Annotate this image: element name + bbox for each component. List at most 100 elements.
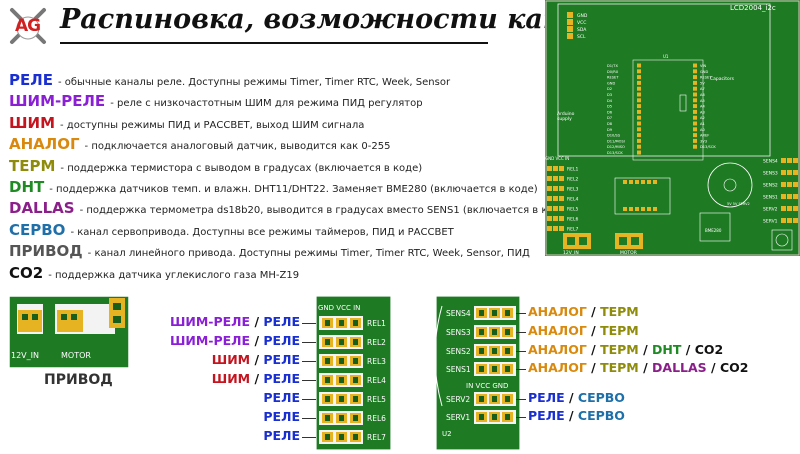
relay-pin-hole [353, 320, 358, 326]
sensor-label-part: / [681, 342, 695, 357]
legend-desc: - поддержка термометра ds18b20, выводитс… [79, 205, 571, 217]
sensor-pin-hole [492, 310, 497, 316]
arduino-left-pin-label: D1/TX [607, 64, 618, 68]
sensor-label-part: ТЕРМ [600, 304, 639, 319]
sensor-label-part: / [638, 360, 653, 375]
svg-text:U2: U2 [442, 430, 452, 438]
arduino-right-pin-label: A0 [700, 128, 705, 132]
sensor-pin-label: SENS3 [446, 328, 471, 337]
relay-connector-line [302, 399, 316, 400]
sensor-label-part: / [586, 360, 601, 375]
legend-row: ШИМ- доступны режимы ПИД и РАССВЕТ, выхо… [9, 114, 544, 135]
sensor-pin-label: SERV2 [446, 395, 470, 404]
main-sensor-pad [793, 206, 798, 211]
arduino-right-pin-label: A5 [700, 99, 705, 103]
arduino-left-pin-pad [637, 121, 641, 126]
sensor-pin-hole [505, 414, 510, 420]
main-sensor-label: SENS4 [763, 159, 778, 165]
relay-pin-hole [339, 434, 344, 440]
main-relay-pad [559, 166, 564, 171]
drive-caption: ПРИВОД [44, 372, 113, 388]
sensor-connector-line [516, 313, 526, 314]
arduino-left-pin-label: D9 [607, 128, 613, 132]
chip-pad [635, 207, 639, 211]
arduino-right-pin-label: 3V3 [700, 139, 707, 143]
sensor-label-part: РЕЛЕ [528, 390, 565, 405]
chip-pad [635, 180, 639, 184]
lcd-pin-pad [567, 12, 573, 18]
relay-pin-label: REL5 [367, 395, 386, 404]
main-relay-pad [547, 206, 552, 211]
arduino-left-pin-label: D8 [607, 122, 613, 126]
arduino-right-pin-pad [693, 104, 697, 109]
relay-label-part: / [250, 371, 264, 386]
relay-channel-label: ШИМ / РЕЛЕ [212, 371, 300, 386]
svg-text:MOTOR: MOTOR [620, 250, 637, 256]
arduino-right-pin-pad [693, 80, 697, 85]
legend-desc: - обычные каналы реле. Доступны режимы T… [57, 77, 451, 88]
relay-connector-line [302, 342, 316, 343]
main-relay-pad [547, 196, 552, 201]
arduino-left-pin-label: D3 [607, 93, 612, 97]
sensor-pin-hole [505, 310, 510, 316]
main-relay-pad [559, 206, 564, 211]
arduino-right-pin-pad [693, 121, 697, 126]
sensor-channel-label: АНАЛОГ / ТЕРМ / DALLAS / CO2 [528, 360, 748, 375]
relay-pin-hole [353, 358, 358, 364]
arduino-right-pin-pad [693, 92, 697, 97]
legend-name: СЕРВО [9, 220, 66, 239]
relay-pin-label: REL4 [367, 376, 386, 385]
relay-pin-label: REL2 [367, 338, 386, 347]
main-sensor-label: SENS3 [763, 171, 778, 177]
sensor-pin-hole [479, 366, 484, 372]
main-relay-pad [559, 176, 564, 181]
relay-pin-label: REL1 [367, 319, 386, 328]
relay-pin-hole [325, 415, 330, 421]
main-sensor-pad [781, 206, 786, 211]
relay-pin-hole [325, 434, 330, 440]
relay-label-part: РЕЛЕ [263, 390, 300, 405]
main-sensor-label: SERV2 [763, 207, 778, 213]
arduino-right-pin-label: A4 [700, 105, 705, 109]
main-sensor-pad [781, 170, 786, 175]
chip-pad [623, 207, 627, 211]
arduino-right-pin-label: AREF [700, 134, 709, 138]
arduino-left-pin-label: D13/SCK [607, 151, 623, 155]
relay-label-part: РЕЛЕ [263, 333, 300, 348]
legend: РЕЛЕ- обычные каналы реле. Доступны режи… [9, 71, 570, 285]
legend-name: АНАЛОГ [9, 135, 80, 154]
sensor-label-part: DHT [652, 342, 682, 357]
arduino-right-pin-pad [693, 138, 697, 143]
arduino-left-pin-label: D2 [607, 87, 612, 91]
relay-channel-label: ШИМ-РЕЛЕ / РЕЛЕ [170, 333, 300, 348]
svg-text:Capacitors: Capacitors [710, 76, 735, 82]
relay-connector-line [302, 323, 316, 324]
arduino-right-pin-label: RESET [700, 76, 712, 80]
sensor-pin-hole [492, 366, 497, 372]
svg-text:IN VCC GND: IN VCC GND [466, 382, 508, 390]
sensor-channel-label: РЕЛЕ / СЕРВО [528, 408, 625, 423]
relay-label-part: ШИМ-РЕЛЕ [169, 333, 251, 348]
legend-row: ТЕРМ- поддержка термистора с выводом в г… [9, 157, 544, 178]
sensor-pin-label: SENS4 [446, 309, 471, 318]
arduino-left-pin-pad [637, 115, 641, 120]
arduino-left-pin-label: D5 [607, 105, 612, 109]
relay-label-part: РЕЛЕ [263, 371, 300, 386]
relay-channel-label: РЕЛЕ [263, 428, 300, 443]
relay-pin-hole [353, 377, 358, 383]
relay-pin-label: REL7 [367, 433, 386, 442]
sensor-label-part: СЕРВО [577, 390, 625, 405]
arduino-left-pin-label: D12/MISO [607, 145, 625, 149]
relay-pin-hole [353, 339, 358, 345]
relay-channel-label: РЕЛЕ [263, 409, 300, 424]
relay-pin-hole [325, 339, 330, 345]
lcd-pin-label: SDA [577, 27, 587, 33]
lcd-pin-label: SCL [577, 34, 586, 40]
arduino-left-pin-label: D11/MOSI [607, 139, 625, 143]
sensor-label-part: АНАЛОГ [528, 323, 587, 338]
legend-row: РЕЛЕ- обычные каналы реле. Доступны режи… [9, 71, 544, 92]
main-sensor-label: SERV1 [763, 219, 778, 225]
chip-pad [623, 180, 627, 184]
legend-row: СЕРВО- канал сервопривода. Доступны все … [9, 221, 544, 242]
